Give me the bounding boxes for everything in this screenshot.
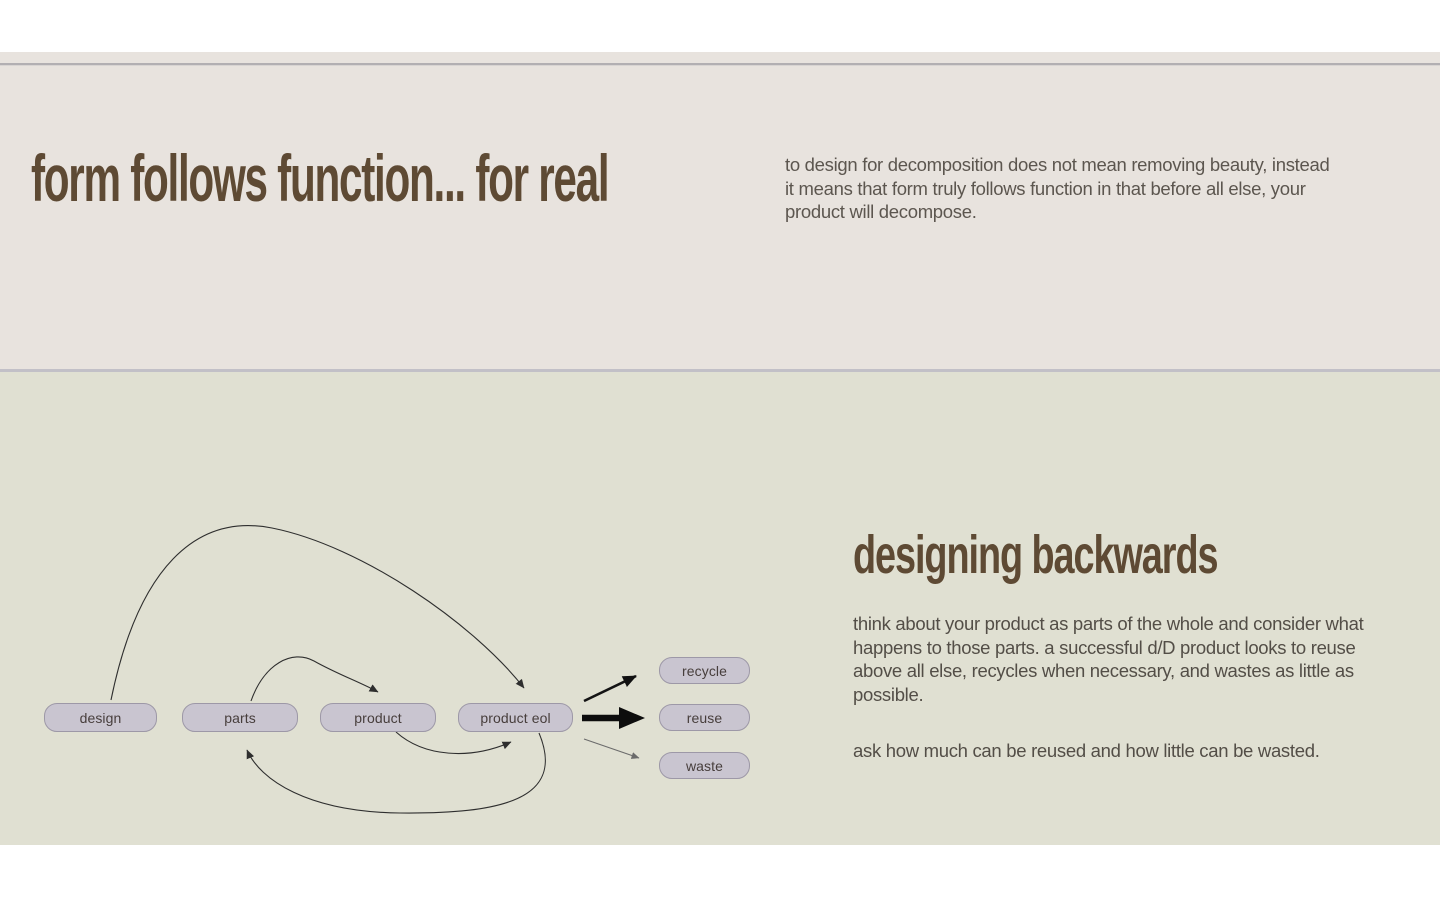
node-reuse: reuse — [659, 704, 750, 731]
body-paragraph-line: possible. — [853, 683, 924, 705]
intro-paragraph-line: product will decompose. — [785, 201, 977, 222]
body-paragraph-1: think about your product as parts of the… — [853, 612, 1398, 706]
node-parts: parts — [182, 703, 298, 732]
body-paragraph-line: happens to those parts. a successful d/D… — [853, 636, 1356, 658]
edge-product-eol-to-reuse — [582, 707, 645, 729]
body-paragraph-2: ask how much can be reused and how littl… — [853, 740, 1320, 761]
edge-product-eol-to-recycle — [583, 674, 637, 703]
arrowhead-icon — [619, 707, 645, 729]
intro-paragraph: to design for decomposition does not mea… — [785, 153, 1360, 224]
top-white-strip — [0, 0, 1440, 52]
edge-product-eol-to-waste — [583, 738, 640, 759]
intro-paragraph-line: to design for decomposition does not mea… — [785, 154, 1330, 175]
body-paragraph-line: think about your product as parts of the… — [853, 613, 1364, 634]
edge-product-eol-to-parts — [246, 732, 546, 814]
node-design: design — [44, 703, 157, 732]
slide-title: form follows function... for real — [31, 141, 610, 215]
edge-parts-to-product — [250, 656, 379, 702]
node-recycle: recycle — [659, 657, 750, 684]
beige-panel — [0, 52, 1440, 369]
body-paragraph-line: above all else, recycles when necessary,… — [853, 660, 1354, 681]
section-title: designing backwards — [853, 525, 1219, 585]
edge-product-to-product-eol — [395, 731, 512, 755]
node-product: product — [320, 703, 436, 732]
section-divider-line — [0, 369, 1440, 372]
header-divider-line — [0, 63, 1440, 65]
edge-design-to-product-eol — [110, 525, 525, 701]
node-product-eol: product eol — [458, 703, 573, 732]
node-waste: waste — [659, 752, 750, 779]
intro-paragraph-line: it means that form truly follows functio… — [785, 177, 1306, 199]
bottom-white-strip — [0, 845, 1440, 900]
